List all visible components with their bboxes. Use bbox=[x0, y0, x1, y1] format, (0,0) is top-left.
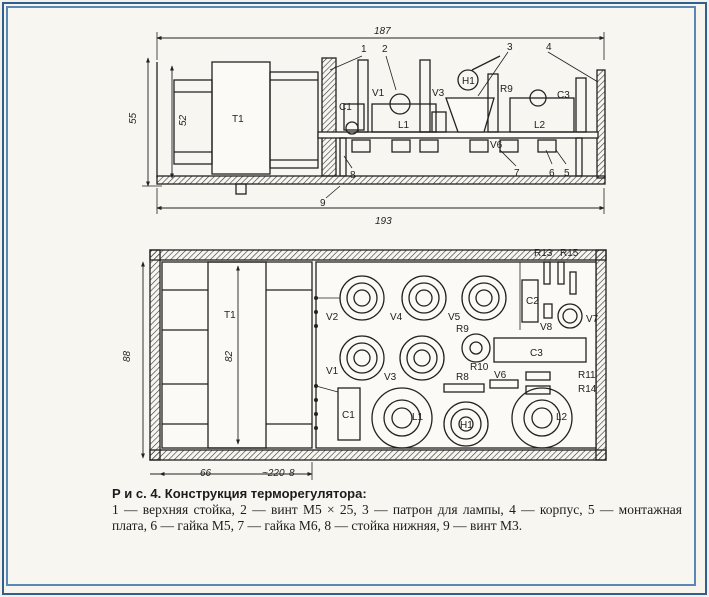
callout-3: 3 bbox=[507, 42, 513, 53]
label-v3-plan: V3 bbox=[384, 372, 397, 383]
label-t1-plan: T1 bbox=[224, 310, 236, 321]
label-v6-plan: V6 bbox=[494, 370, 507, 381]
dim-88: 88 bbox=[122, 350, 133, 362]
dim-187: 187 bbox=[374, 26, 391, 37]
label-v7: V7 bbox=[586, 314, 599, 325]
callout-9: 9 bbox=[320, 198, 326, 209]
label-r9-plan: R9 bbox=[456, 324, 469, 335]
label-l1: L1 bbox=[398, 120, 410, 131]
side-view-labels: 187 55 52 T1 C1 V1 V3 L1 H1 R9 V6 C3 L2 … bbox=[128, 26, 570, 227]
label-v5: V5 bbox=[448, 312, 461, 323]
label-c1: C1 bbox=[339, 102, 352, 113]
label-r15: R15 bbox=[560, 248, 579, 259]
dim-82: 82 bbox=[224, 350, 235, 362]
label-l2: L2 bbox=[534, 120, 546, 131]
label-v6: V6 bbox=[490, 140, 503, 151]
label-r11: R11 bbox=[578, 370, 596, 381]
plan-view-labels: 88 82 T1 V2 V4 V5 C2 V8 V7 R13 R15 R9 R1… bbox=[122, 248, 599, 479]
label-v8: V8 bbox=[540, 322, 553, 333]
dim-52: 52 bbox=[178, 114, 189, 126]
label-r9: R9 bbox=[500, 84, 513, 95]
callout-6: 6 bbox=[549, 168, 555, 179]
label-l2-plan: L2 bbox=[556, 412, 568, 423]
label-h1: H1 bbox=[462, 76, 475, 87]
plan-view bbox=[140, 249, 607, 480]
label-r8: R8 bbox=[456, 372, 469, 383]
side-view bbox=[142, 32, 606, 214]
label-h1-plan: H1 bbox=[460, 420, 473, 431]
dim-66: 66 bbox=[200, 468, 212, 479]
label-v1: V1 bbox=[372, 88, 385, 99]
callout-4: 4 bbox=[546, 42, 552, 53]
caption-legend: 1 — верхняя стойка, 2 — винт М5 × 25, 3 … bbox=[112, 502, 682, 533]
dim-220: ~220 bbox=[262, 468, 285, 479]
label-t1: T1 bbox=[232, 114, 244, 125]
callout-5: 5 bbox=[564, 168, 570, 179]
callout-1: 1 bbox=[361, 44, 367, 55]
dim-55: 55 bbox=[128, 112, 139, 124]
label-r14: R14 bbox=[578, 384, 597, 395]
label-r10: R10 bbox=[470, 362, 489, 373]
dim-193: 193 bbox=[375, 216, 392, 227]
caption-title: Р и с. 4. Конструкция терморегулятора: bbox=[112, 486, 367, 501]
label-c3: C3 bbox=[557, 90, 570, 101]
label-l1-plan: L1 bbox=[412, 412, 424, 423]
label-c2: C2 bbox=[526, 296, 539, 307]
label-v4: V4 bbox=[390, 312, 403, 323]
label-c1-plan: C1 bbox=[342, 410, 355, 421]
label-c3-plan: C3 bbox=[530, 348, 543, 359]
label-v2: V2 bbox=[326, 312, 339, 323]
dim-220-suffix: 8 bbox=[289, 468, 295, 479]
callout-8: 8 bbox=[350, 170, 356, 181]
figure-caption: Р и с. 4. Конструкция терморегулятора: 1… bbox=[112, 486, 682, 534]
label-r13: R13 bbox=[534, 248, 553, 259]
label-v3: V3 bbox=[432, 88, 445, 99]
label-v1-plan: V1 bbox=[326, 366, 339, 377]
callout-7: 7 bbox=[514, 168, 520, 179]
callout-2: 2 bbox=[382, 44, 388, 55]
